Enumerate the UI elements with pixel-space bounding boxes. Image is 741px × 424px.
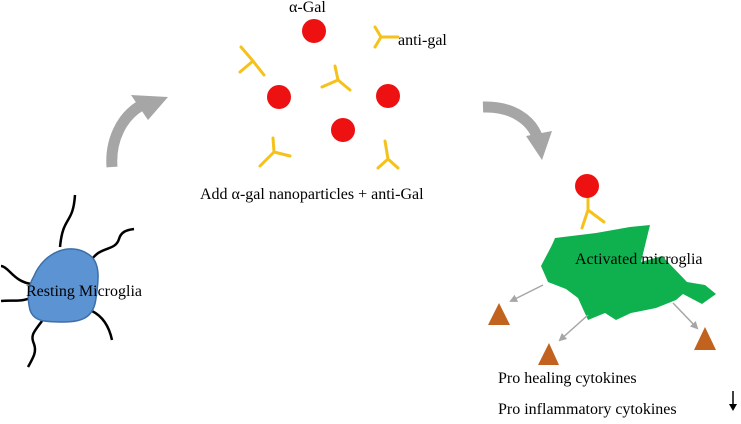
bound-alpha-gal-particle xyxy=(575,174,599,198)
alpha-gal-particle xyxy=(331,118,355,142)
cytokine-triangle xyxy=(538,343,559,365)
cytokine-arrow xyxy=(509,284,544,302)
process-arrow-up xyxy=(106,95,168,168)
cytokine-triangle xyxy=(488,303,510,325)
anti-gal-antibody xyxy=(320,64,352,92)
alpha-gal-particle xyxy=(302,19,326,43)
cytokine-triangle xyxy=(694,327,716,350)
pro-healing-label: Pro healing cytokines xyxy=(498,370,637,387)
pro-inflammatory-label: Pro inflammatory cytokines xyxy=(498,401,677,418)
add-step-label: Add α-gal nanoparticles + anti-Gal xyxy=(200,186,424,203)
anti-gal-antibody xyxy=(258,136,292,168)
anti-gal-antibody xyxy=(238,45,266,77)
resting-microglia-label: Resting Microglia xyxy=(26,283,142,300)
alpha-gal-particle xyxy=(267,85,291,109)
resting-microglia xyxy=(0,194,135,368)
alpha-gal-label: α-Gal xyxy=(289,0,326,16)
process-arrow-down xyxy=(482,101,552,160)
cytokine-arrow xyxy=(672,302,699,330)
bound-antibody xyxy=(580,193,606,230)
anti-gal-antibody xyxy=(376,139,400,170)
activated-microglia-label: Activated microglia xyxy=(575,251,703,268)
anti-gal-label: anti-gal xyxy=(398,32,447,49)
cytokine-arrow xyxy=(558,314,589,342)
activated-microglia xyxy=(541,225,716,320)
alpha-gal-particle xyxy=(376,84,400,108)
anti-gal-antibody xyxy=(373,25,400,49)
decrease-arrow xyxy=(729,391,737,411)
